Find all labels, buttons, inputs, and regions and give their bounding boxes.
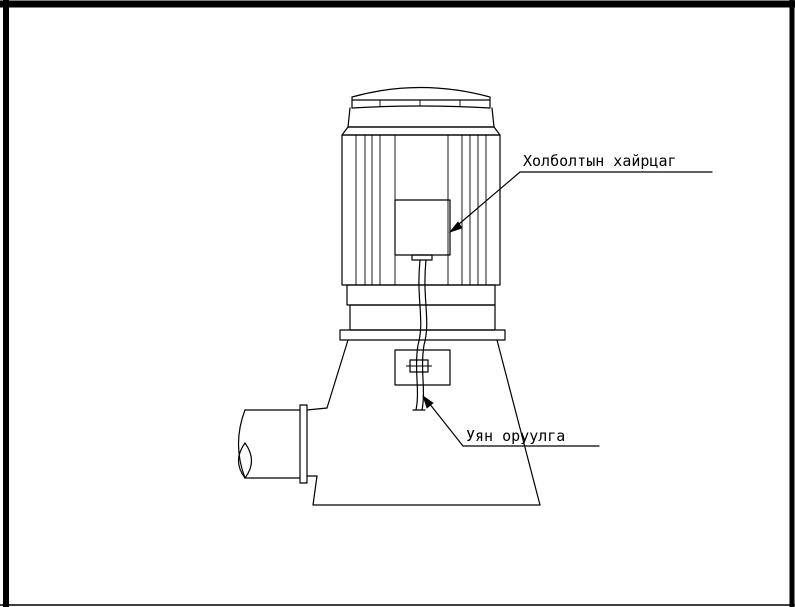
motor-housing bbox=[341, 126, 501, 306]
label-junction-box: Холболтын хайрцаг bbox=[523, 152, 677, 170]
flexible-cable bbox=[406, 259, 432, 411]
pump-body bbox=[312, 339, 541, 506]
motor-flange bbox=[339, 304, 506, 341]
leader-cable-gland bbox=[422, 394, 600, 447]
label-cable-gland: Уян оруулга bbox=[466, 427, 565, 445]
junction-box bbox=[394, 199, 451, 261]
inlet-pipe bbox=[237, 404, 328, 484]
fan-cover bbox=[347, 86, 495, 128]
leader-junction-box bbox=[448, 171, 713, 233]
